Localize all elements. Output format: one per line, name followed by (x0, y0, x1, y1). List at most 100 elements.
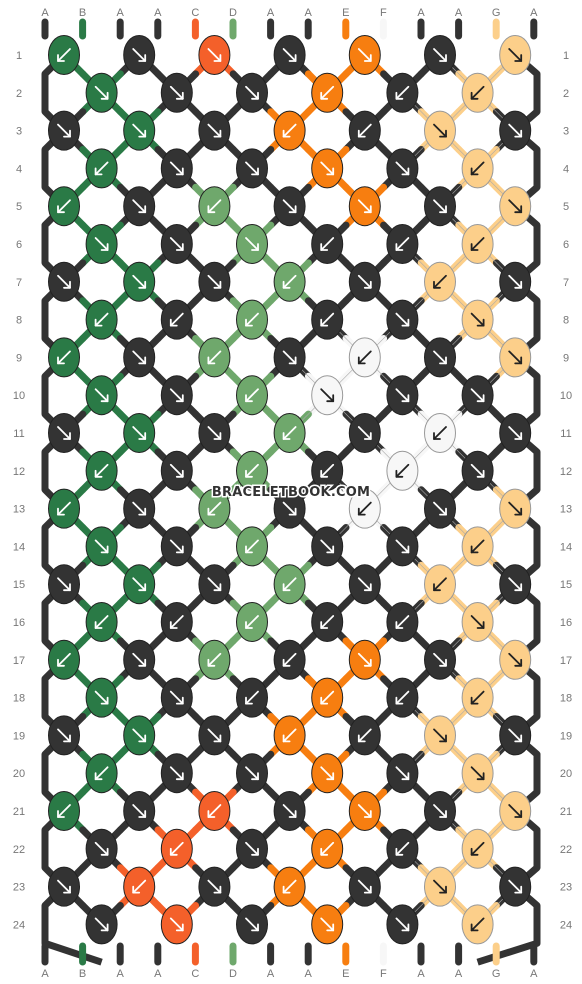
knot-arrow-icon (433, 199, 447, 214)
knot-arrow-icon (132, 577, 147, 592)
knot-arrowhead-icon (476, 318, 485, 327)
knot-arrowhead-icon (63, 280, 71, 289)
row-number-right: 19 (560, 730, 572, 742)
knot-arrowhead-icon (100, 923, 109, 932)
knot-arrowhead-icon (282, 432, 291, 440)
knot-arrow-icon (508, 879, 523, 894)
knot-arrowhead-icon (175, 243, 184, 251)
knot-arrow-icon (320, 690, 335, 705)
knot-arrowhead-icon (282, 734, 291, 743)
knot-arrowhead-icon (138, 810, 147, 818)
knot-arrowhead-icon (439, 356, 447, 365)
knot-arrow-icon (169, 766, 184, 781)
knot-arrow-icon (169, 917, 184, 932)
knot-arrowhead-icon (439, 507, 447, 516)
knot-arrow-icon (94, 917, 109, 932)
knot-arrow-icon (207, 804, 222, 818)
knot-arrow-icon (357, 199, 372, 214)
knot-arrow-icon (132, 123, 147, 138)
knot-arrowhead-icon (470, 167, 479, 176)
knot-arrowhead-icon (363, 54, 372, 62)
knot-arrow-icon (395, 463, 410, 478)
knot-arrow-icon (169, 615, 184, 629)
knot-arrowhead-icon (476, 394, 485, 403)
knot-arrow-icon (508, 199, 523, 214)
knot-arrowhead-icon (363, 280, 372, 289)
knot-arrowhead-icon (138, 129, 147, 138)
knot-arrow-icon (357, 426, 372, 440)
knot-arrowhead-icon (439, 658, 447, 667)
row-number-right: 10 (560, 390, 572, 402)
knot-arrowhead-icon (320, 847, 329, 856)
knot-arrow-icon (320, 615, 335, 629)
knot-arrow-icon (508, 652, 523, 667)
knot-arrowhead-icon (514, 356, 523, 365)
knot-arrowhead-icon (357, 507, 366, 516)
strand-label-top: C (191, 7, 199, 19)
knot-arrow-icon (57, 501, 71, 516)
knot-arrowhead-icon (245, 318, 253, 327)
knot-arrow-icon (132, 199, 147, 214)
knot-arrowhead-icon (100, 696, 109, 705)
row-number-left: 4 (16, 163, 22, 175)
knot-arrow-icon (320, 388, 335, 403)
knot-arrow-icon (282, 123, 297, 138)
knot-arrow-icon (508, 123, 523, 138)
knot-arrow-icon (57, 274, 71, 289)
knot-arrow-icon (57, 728, 71, 743)
row-number-left: 7 (16, 277, 22, 289)
row-number-right: 1 (563, 50, 569, 62)
knot-arrow-icon (508, 350, 523, 365)
strand-label-top: A (117, 7, 125, 19)
knot-arrowhead-icon (213, 280, 222, 289)
knot-arrow-icon (57, 48, 71, 62)
knot-arrowhead-icon (57, 54, 65, 62)
row-number-right: 21 (560, 806, 572, 818)
knot-arrow-icon (282, 350, 297, 365)
knot-arrow-icon (433, 652, 447, 667)
knot-arrow-icon (57, 199, 71, 214)
knot-arrow-icon (169, 161, 184, 176)
knot-arrow-icon (470, 388, 485, 403)
knot-arrow-icon (433, 350, 447, 365)
knot-arrow-icon (282, 577, 297, 592)
knot-arrow-icon (132, 728, 147, 743)
strand-label-bottom: E (342, 968, 349, 980)
knot-arrow-icon (320, 841, 335, 856)
knot-arrowhead-icon (175, 772, 184, 781)
knot-arrow-icon (94, 388, 109, 403)
knot-arrowhead-icon (138, 432, 147, 440)
knot-arrowhead-icon (439, 885, 447, 894)
row-number-right: 11 (560, 428, 571, 440)
row-number-left: 15 (13, 579, 25, 591)
row-number-right: 18 (560, 693, 572, 705)
knot-arrow-icon (207, 577, 222, 592)
knot-arrowhead-icon (326, 923, 335, 932)
knot-arrow-icon (508, 426, 523, 440)
knot-arrowhead-icon (320, 243, 329, 251)
knot-arrowhead-icon (401, 545, 410, 554)
knot-arrow-icon (245, 237, 259, 251)
knot-arrow-icon (357, 350, 372, 365)
knot-arrowhead-icon (94, 167, 103, 176)
row-number-right: 15 (560, 579, 572, 591)
row-number-left: 6 (16, 239, 22, 251)
knot-arrowhead-icon (94, 469, 103, 478)
knot-arrowhead-icon (169, 318, 178, 327)
knot-arrowhead-icon (514, 507, 523, 516)
knot-arrowhead-icon (213, 129, 222, 138)
knot-arrowhead-icon (470, 923, 479, 932)
knot-arrowhead-icon (514, 885, 523, 894)
knot-arrow-icon (169, 312, 184, 327)
row-number-right: 2 (563, 88, 569, 100)
knot-arrowhead-icon (363, 810, 372, 818)
knot-arrow-icon (282, 426, 297, 440)
knot-arrowhead-icon (213, 54, 222, 62)
knot-arrowhead-icon (63, 885, 71, 894)
strand-label-bottom: D (229, 968, 237, 980)
knot-arrowhead-icon (514, 280, 523, 289)
knot-arrow-icon (57, 123, 71, 138)
knot-arrow-icon (169, 841, 184, 856)
knot-arrow-icon (357, 804, 372, 818)
knot-arrowhead-icon (514, 205, 523, 214)
